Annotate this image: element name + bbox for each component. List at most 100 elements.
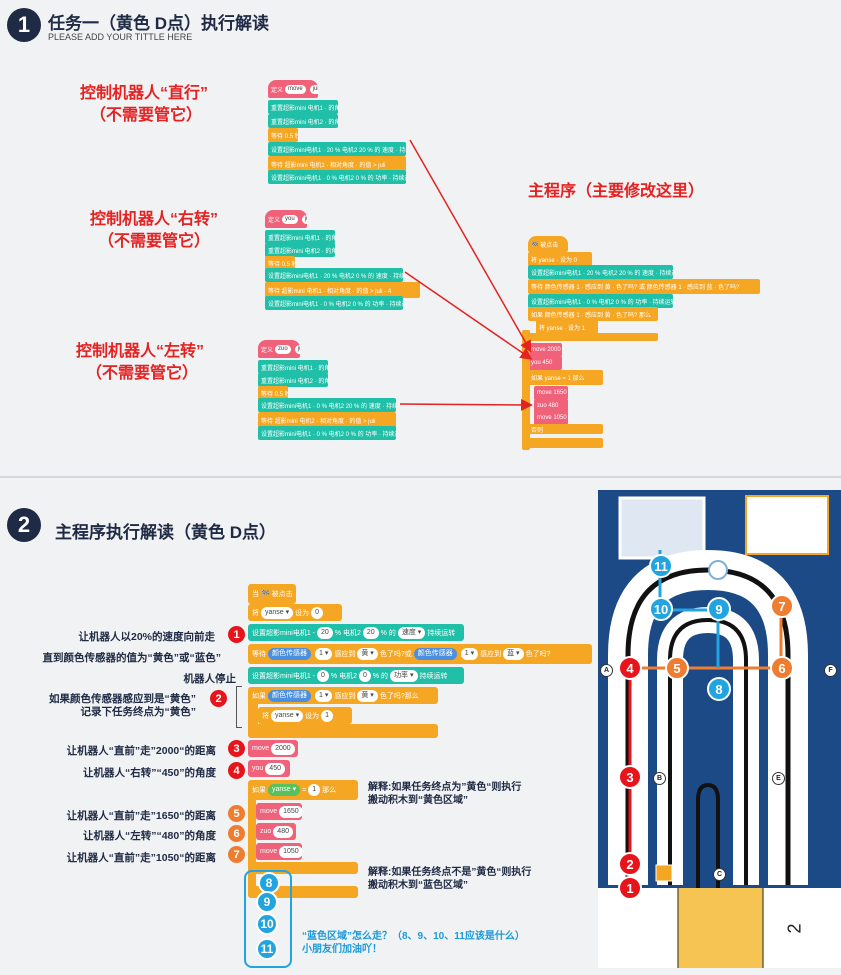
section-number-badge: 2 <box>7 508 41 542</box>
reset-block[interactable]: 重置超影mini 电机2 · 的角度 <box>265 243 335 257</box>
you-block[interactable]: you 450 <box>528 356 562 370</box>
zone-2-label: 2 <box>784 923 805 934</box>
map-step-7: 7 <box>770 594 794 618</box>
wait-block[interactable]: 等待 0.5 秒 <box>258 386 288 400</box>
c-block-spine <box>248 793 256 893</box>
step-5-badge: 5 <box>228 805 245 822</box>
map-graphic <box>598 490 841 968</box>
label-left: 控制机器人“左转” <box>76 343 205 360</box>
desc-5: 记录下任务终点为“黄色” <box>80 706 197 718</box>
motor-block[interactable]: 设置超影mini电机1 · 20 % 电机2 0 % 的 速度 · 持续运转 <box>265 268 403 282</box>
set-var-block[interactable]: 将 yanse · 设为 0 <box>528 252 592 266</box>
note-blue: 解释:如果任务终点不是”黄色“则执行搬动积木到“蓝色区域” <box>368 867 532 891</box>
label-main: 主程序（主要修改这里） <box>528 183 705 200</box>
arrows-overlay <box>399 139 533 411</box>
step-1-badge: 1 <box>228 626 245 643</box>
map-point-c: C <box>713 868 726 881</box>
step-7-badge: 7 <box>228 846 245 863</box>
stop-block[interactable]: 设置超影mini电机1 · 0 % 电机2 0 % 的 功率 · 持续运转 <box>258 426 396 440</box>
map-step-3: 3 <box>618 765 642 789</box>
section-title: 任务一（黄色 D点）执行解读 <box>48 14 269 33</box>
if-block[interactable]: 如果 yanse = 1 那么 <box>528 370 603 385</box>
desc-7: 让机器人“右转”“450”的角度 <box>82 767 216 779</box>
arrow-left <box>399 398 533 411</box>
set-var-block[interactable]: 将 yanse · 设为 1 <box>536 320 598 334</box>
label-right-note: （不需要管它） <box>98 233 211 250</box>
reset-block[interactable]: 重置超影mini 电机2 · 的角度 <box>258 373 328 387</box>
stop-block[interactable]: 设置超影mini电机1 · 0 % 电机2 0 % 的 功率 · 持续运转 <box>268 170 406 184</box>
step-3-badge: 3 <box>228 740 245 757</box>
move-block[interactable]: move 1650 <box>534 386 568 400</box>
hat-block[interactable]: 当 🏁 被点击 <box>248 584 296 604</box>
reset-block[interactable]: 重置超影mini 电机1 · 的角度 <box>258 360 328 374</box>
desc-9: 让机器人“左转”“480”的角度 <box>82 830 216 842</box>
desc-2: 直到颜色传感器的值为“黄色”或“蓝色” <box>42 652 222 664</box>
arrow-straight <box>409 139 532 353</box>
def-block[interactable]: 定义 movejuli <box>268 80 318 98</box>
wait-until-block[interactable]: 等待 超影mini 电机1 · 相对角度 · 的值 > juli - 4 <box>265 282 420 298</box>
map-point-f: F <box>824 664 837 677</box>
else-block[interactable]: 否则 <box>528 424 603 434</box>
map-step-1: 1 <box>618 876 642 900</box>
stop-block[interactable]: 设置超影mini电机1 · 0 % 电机2 0 % 的 功率 · 持续运转 <box>528 294 673 308</box>
label-straight-note: （不需要管它） <box>90 107 203 124</box>
reset-block[interactable]: 重置超影mini 电机1 · 的角度 <box>268 100 338 114</box>
def-block[interactable]: 定义 youjuli <box>265 210 307 228</box>
step-2-badge: 2 <box>210 690 227 707</box>
section-title: 主程序执行解读（黄色 D点） <box>55 523 276 542</box>
note-yellow: 解释:如果任务终点为”黄色“则执行搬动积木到“黄色区域” <box>368 782 522 806</box>
label-right: 控制机器人“右转” <box>90 211 219 228</box>
if-end <box>248 724 438 738</box>
map-step-5: 5 <box>665 656 689 680</box>
wait-block[interactable]: 等待 0.5 秒 <box>268 128 298 142</box>
map-point-a: A <box>600 664 613 677</box>
wait-until-block[interactable]: 等待 超影mini 电机1 · 相对角度 · 的值 > juli <box>268 156 406 172</box>
motor-block[interactable]: 设置超影mini电机1 · 20 % 电机2 20 % 的 速度 · 持续运转 <box>528 265 673 279</box>
map-point-e: E <box>772 772 785 785</box>
hat-block[interactable]: 🏁 被点击 <box>528 236 568 252</box>
move-block[interactable]: move 1050 <box>534 411 568 425</box>
motor-block[interactable]: 设置超影mini电机1 · 20 % 电机2 20 % 的 速度 · 持续运转 <box>268 142 406 156</box>
map-step-6: 6 <box>770 656 794 680</box>
desc-3: 机器人停止 <box>183 673 237 685</box>
reset-block[interactable]: 重置超影mini 电机2 · 的角度 <box>268 114 338 128</box>
wait-until-block[interactable]: 等待 超影mini 电机2 · 相对角度 · 的值 > juli <box>258 412 396 428</box>
label-left-note: （不需要管它） <box>86 365 199 382</box>
wait-block[interactable]: 等待 0.5 秒 <box>265 256 295 270</box>
stop-block[interactable]: 设置超影mini电机1 · 0 % 电机2 0 % 的 功率 · 持续运转 <box>265 296 403 310</box>
desc-10: 让机器人“直前”走”1050“的距离 <box>66 852 216 864</box>
motor-block[interactable]: 设置超影mini电机1 · 0 % 电机2 20 % 的 速度 · 持续运转 <box>258 398 396 412</box>
def-block[interactable]: 定义 zuojuli <box>258 340 300 358</box>
desc-6: 让机器人“直前”走”2000“的距离 <box>66 745 216 757</box>
blue-steps-box <box>244 870 292 968</box>
zuo-block[interactable]: zuo 480 <box>534 399 568 413</box>
arrow-right <box>404 271 533 360</box>
if-block[interactable]: 如果 颜色传感器 1 · 感应到 黄 · 色了吗? 那么 <box>528 307 658 321</box>
map-step-10: 10 <box>649 597 673 621</box>
question-note: “蓝色区域”怎么走？（8、9、10、11应该是什么）小朋友们加油吖！ <box>302 931 525 955</box>
c-block-spine <box>248 700 258 730</box>
wait-until-block[interactable]: 等待 颜色传感器 1 · 感应到 黄 · 色了吗? 或 颜色传感器 1 · 感应… <box>528 279 760 294</box>
section-task-one: 1 任务一（黄色 D点）执行解读 PLEASE ADD YOUR TITTLE … <box>0 0 841 470</box>
label-straight: 控制机器人“直行” <box>80 85 209 102</box>
reset-block[interactable]: 重置超影mini 电机1 · 的角度 <box>265 230 335 244</box>
map-step-9: 9 <box>707 597 731 621</box>
desc-8: 让机器人“直前”走”1650“的距离 <box>66 810 216 822</box>
step-9-badge: 9 <box>256 891 278 913</box>
move-block[interactable]: move 2000 <box>528 343 562 357</box>
step-11-badge: 11 <box>256 938 278 960</box>
desc-4: 如果颜色传感器感应到是“黄色” <box>49 693 196 705</box>
map-point-b: B <box>653 772 666 785</box>
